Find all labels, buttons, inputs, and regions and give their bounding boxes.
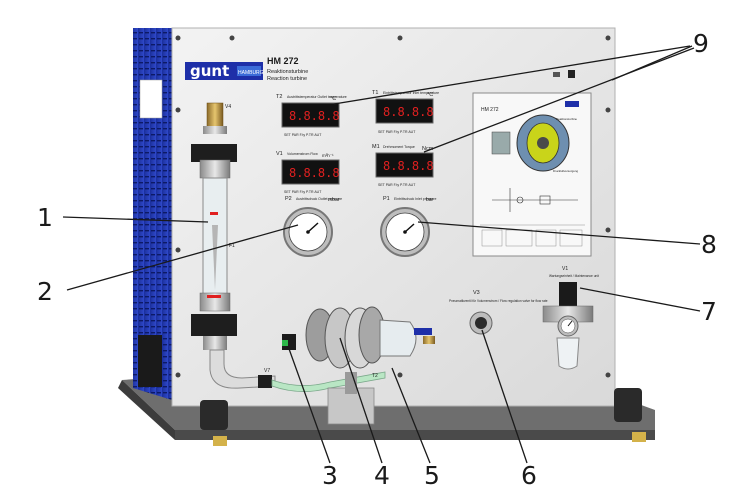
valve-v3: V3 Pneumatikventil für Volumenstrom / Fl… — [449, 290, 548, 335]
leader-9c — [423, 47, 695, 153]
leader-7 — [579, 287, 701, 312]
leader-6 — [481, 329, 528, 464]
flowmeter-f1: V4 F1 V7 — [191, 102, 276, 389]
logo-text: gunt — [190, 62, 229, 80]
display-value: 8.8.8.8 — [383, 105, 434, 119]
display-unit: m³h⁻¹ — [322, 153, 334, 158]
display-buttons: SET PAR F.ty P.TR AUT — [284, 133, 322, 137]
display-tag: M1 — [372, 144, 380, 150]
switch-block — [553, 70, 575, 78]
callout-7: 7 — [701, 297, 717, 326]
display-unit: Ncm — [422, 146, 434, 152]
display-value: 8.8.8.8 — [289, 109, 340, 123]
gauge-p2: P2 Austrittsdruck Outlet pressure mbar — [283, 196, 342, 257]
display-unit: °C — [427, 92, 433, 98]
display-value: 8.8.8.8 — [289, 166, 340, 180]
leader-9a — [333, 45, 691, 105]
title-en: Reaction turbine — [267, 76, 307, 82]
poster-title: HM 272 — [481, 107, 499, 113]
callout-4: 4 — [374, 461, 390, 488]
display-buttons: SET PAR F.ty P.TR AUT — [284, 190, 322, 194]
callout-9: 9 — [693, 29, 709, 58]
model-title: HM 272 — [267, 56, 299, 66]
callout-6: 6 — [521, 461, 537, 488]
valve-caption: Pneumatikventil für Volumenstrom / Flow … — [449, 299, 548, 303]
leader-3 — [287, 345, 331, 464]
display-tag: V1 — [276, 151, 283, 157]
logo-subtext: HAMBURG — [238, 70, 264, 76]
display-t1: T1 Eintrittstemperatur Inlet temperature… — [372, 90, 439, 134]
poster-caption: Druckluftversorgung — [553, 169, 578, 173]
display-buttons: SET PAR F.ty P.TR AUT — [378, 130, 416, 134]
gunt-logo: gunt HAMBURG — [185, 62, 264, 80]
tag-v3: V3 — [473, 290, 480, 296]
display-value: 8.8.8.8 — [383, 159, 434, 173]
gauge-tag: P2 — [285, 196, 292, 202]
gauge-caption: Eintrittsdruck Inlet pressure — [394, 197, 436, 201]
tag-regulator: V1 — [562, 266, 568, 272]
gauge-tag: P1 — [383, 196, 390, 202]
feet — [200, 388, 642, 430]
callout-1: 1 — [37, 203, 53, 232]
leader-2 — [66, 224, 299, 291]
schematic-poster: HM 272 Reaktionsturbine Druckluftversorg… — [472, 92, 592, 257]
callout-numbers: 1 2 3 4 5 6 7 8 9 — [37, 29, 717, 488]
display-caption: Austrittstemperatur Outlet temperature — [287, 95, 347, 99]
regulator-caption: Wartungseinheit / Maintenance unit — [549, 274, 599, 278]
display-v1: V1 Volumenstrom Flow m³h⁻¹ 8.8.8.8 SET P… — [276, 151, 340, 194]
display-unit: °C — [330, 96, 336, 102]
leader-4 — [339, 337, 383, 464]
display-caption: Eintrittstemperatur Inlet temperature — [383, 91, 439, 95]
poster-caption: Reaktionsturbine — [556, 117, 577, 121]
callout-5: 5 — [424, 461, 440, 488]
leader-5 — [391, 367, 431, 464]
callout-8: 8 — [701, 230, 717, 259]
side-housing — [133, 28, 172, 400]
tag-f1: F1 — [229, 243, 235, 249]
display-caption: Volumenstrom Flow — [287, 152, 318, 156]
gauge-caption: Austrittsdruck Outlet pressure — [296, 197, 342, 201]
leader-8 — [417, 221, 701, 245]
leader-1 — [62, 216, 209, 223]
gauge-unit: mbar — [328, 197, 340, 203]
callout-3: 3 — [322, 461, 338, 488]
title-de: Reaktionsturbine — [267, 69, 308, 75]
tag-v7: V7 — [264, 368, 270, 374]
display-tag: T2 — [276, 94, 282, 100]
gauge-unit: bar — [426, 197, 434, 203]
display-t2: T2 Austrittstemperatur Outlet temperatur… — [276, 94, 347, 137]
display-tag: T1 — [372, 90, 378, 96]
callout-lines — [62, 45, 701, 464]
pressure-regulator-v1: V1 Wartungseinheit / Maintenance unit — [542, 266, 599, 370]
callout-2: 2 — [37, 277, 53, 306]
display-m1: M1 Drehmoment Torque Ncm 8.8.8.8 SET PAR… — [372, 144, 434, 187]
display-buttons: SET PAR F.ty P.TR AUT — [378, 183, 416, 187]
display-caption: Drehmoment Torque — [383, 145, 415, 149]
tag-v4: V4 — [225, 104, 231, 110]
tag-t2: T2 — [372, 373, 378, 379]
hose — [271, 371, 386, 392]
gauge-p1: P1 Eintrittsdruck Inlet pressure bar — [380, 196, 436, 257]
